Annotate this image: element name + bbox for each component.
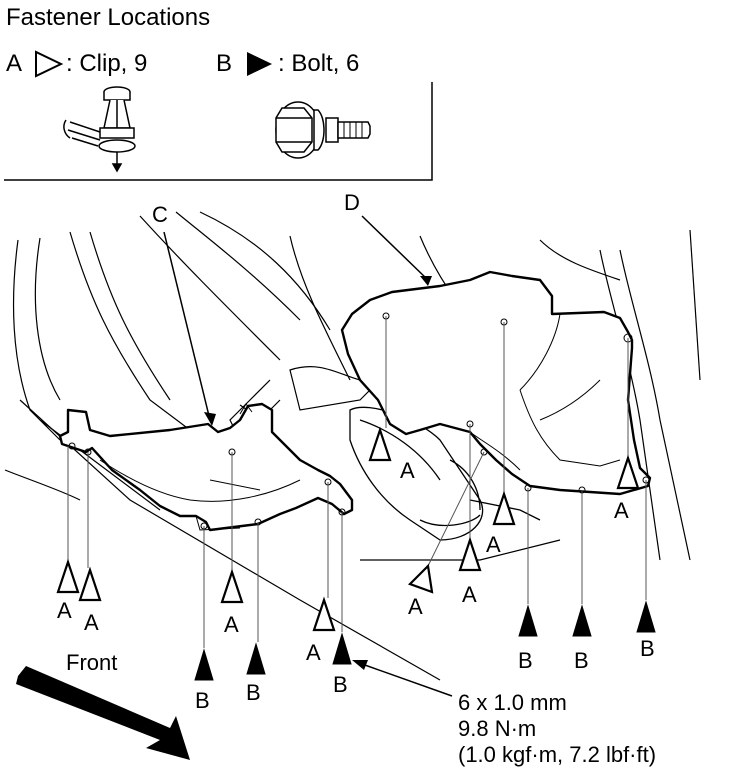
clip-marker-icon <box>460 540 480 570</box>
spec-leader <box>362 664 452 696</box>
legend-frame <box>4 82 432 180</box>
fastener-leader-lines <box>68 316 646 648</box>
legend-b-desc: : Bolt, 6 <box>278 50 360 77</box>
leader-c <box>164 232 210 420</box>
bolt-label: B <box>640 636 655 661</box>
bolt-label: B <box>574 648 589 673</box>
bolt-label: B <box>195 688 210 713</box>
splash-shield-d <box>342 272 650 494</box>
clip-label: A <box>486 532 501 557</box>
clip-label: A <box>400 458 415 483</box>
clip-marker-icon <box>80 570 100 600</box>
clip-illustration <box>64 87 135 171</box>
clip-marker-icon <box>618 458 638 488</box>
clip-triangle-icon <box>36 52 61 76</box>
chassis-background <box>5 212 700 680</box>
legend-a-letter: A <box>6 50 23 77</box>
label-c: C <box>152 202 168 227</box>
torque-nm: 9.8 N·m <box>458 716 537 741</box>
clip-label: A <box>224 612 239 637</box>
clip-label: A <box>614 498 629 523</box>
bolt-marker-icon <box>519 606 537 636</box>
clip-label: A <box>462 582 477 607</box>
clip-marker-icon <box>370 430 390 460</box>
clip-marker-icon <box>222 572 242 602</box>
front-label: Front <box>66 650 118 675</box>
bolt-illustration <box>276 102 370 158</box>
clip-label: A <box>57 598 72 623</box>
bolt-markers <box>195 602 655 680</box>
bolt-marker-icon <box>247 644 265 674</box>
leader-c-arrow-icon <box>204 412 216 426</box>
legend-a-desc: : Clip, 9 <box>66 50 148 77</box>
spec-leader-arrow-icon <box>352 660 368 670</box>
bolt-label: B <box>518 648 533 673</box>
legend-b-letter: B <box>216 50 233 77</box>
bolt-marker-icon <box>333 634 351 664</box>
splash-shield-c <box>60 404 352 530</box>
leader-d-arrow-icon <box>420 276 432 286</box>
bolt-triangle-icon <box>247 52 272 76</box>
clip-label: A <box>84 610 99 635</box>
torque-spec: 6 x 1.0 mm 9.8 N·m (1.0 kgf·m, 7.2 lbf·f… <box>458 690 656 768</box>
clip-marker-icon <box>410 566 432 592</box>
page-title: Fastener Locations <box>6 4 211 31</box>
bolt-label: B <box>333 672 348 697</box>
bolt-size: 6 x 1.0 mm <box>458 690 567 715</box>
label-d: D <box>344 190 360 215</box>
clip-label: A <box>306 640 321 665</box>
bolt-label: B <box>246 680 261 705</box>
clip-marker-icon <box>58 562 78 592</box>
leader-d <box>362 216 428 280</box>
clip-marker-icon <box>494 494 514 524</box>
clip-marker-icon <box>314 600 334 630</box>
bolt-marker-icon <box>573 606 591 636</box>
clip-markers <box>58 430 638 630</box>
bolt-marker-icon <box>637 602 655 632</box>
front-direction-arrow-icon <box>16 666 190 760</box>
bolt-marker-icon <box>195 650 213 680</box>
clip-label: A <box>408 594 423 619</box>
torque-alt: (1.0 kgf·m, 7.2 lbf·ft) <box>458 742 657 767</box>
